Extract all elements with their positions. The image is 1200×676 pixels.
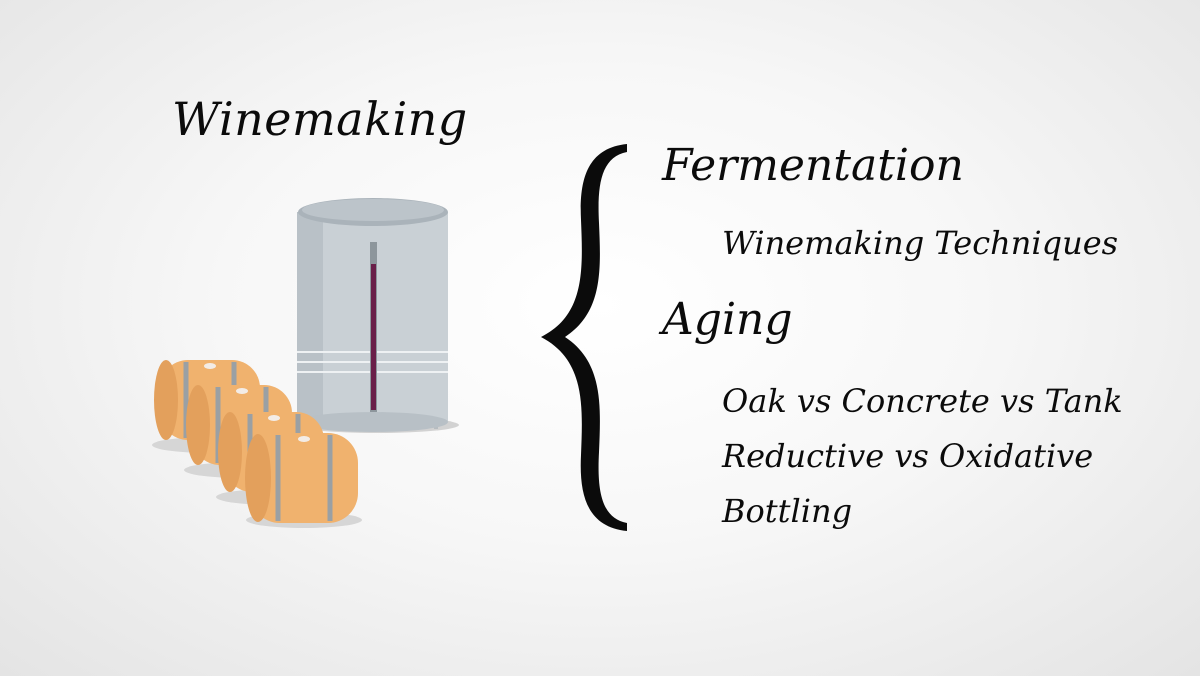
slide-title: Winemaking [172,92,468,146]
topic-aging: Aging [662,294,793,345]
topic-bottling: Bottling [722,492,853,530]
curly-brace-icon [541,144,627,531]
topic-oak-vs-concrete-vs-tank: Oak vs Concrete vs Tank [722,382,1123,420]
topic-reductive-vs-oxidative: Reductive vs Oxidative [722,437,1094,475]
topic-winemaking-techniques: Winemaking Techniques [722,224,1119,262]
steel-tank-icon [295,198,459,433]
topic-fermentation: Fermentation [662,140,964,191]
winemaking-illustration [152,198,459,528]
oak-barrel-icon [245,433,362,528]
